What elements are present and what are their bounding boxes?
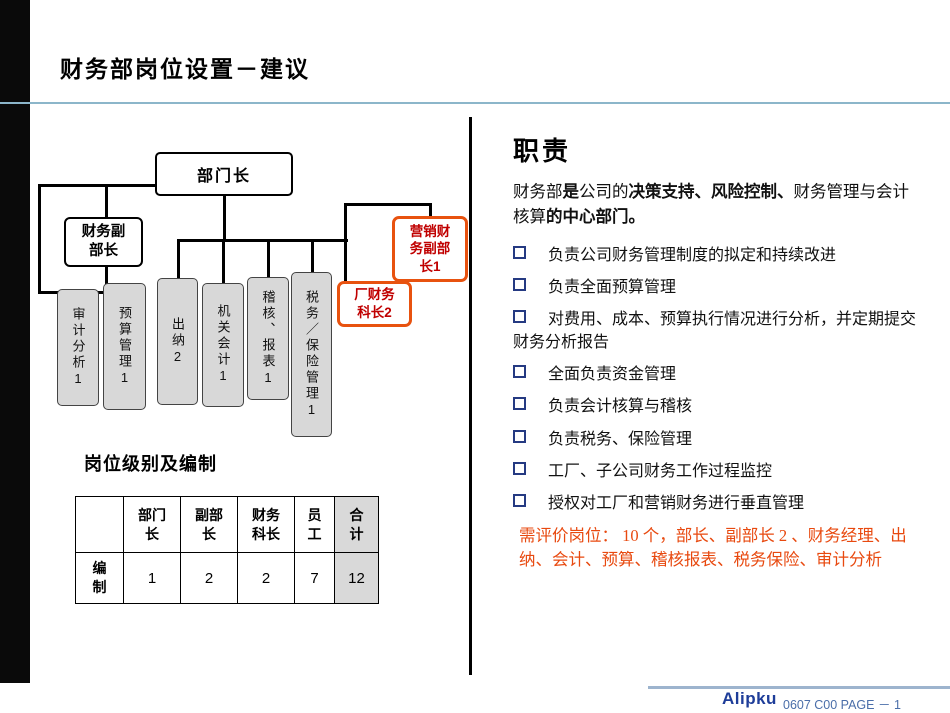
column-header: 部门长 xyxy=(123,496,181,553)
value-cell-total: 12 xyxy=(334,552,379,604)
duty-item: 授权对工厂和营销财务进行垂直管理 xyxy=(513,492,917,515)
page-title: 财务部岗位设置－建议 xyxy=(60,56,310,82)
bullet-square-icon xyxy=(513,461,526,475)
position-box-budget: 预算管理1 xyxy=(103,283,146,410)
duties-body: 财务部是公司的决策支持、风险控制、财务管理与会计核算的中心部门。 负责公司财务管… xyxy=(513,180,917,572)
connector-line xyxy=(223,195,226,242)
bullet-square-icon xyxy=(513,429,526,443)
duty-item: 负责税务、保险管理 xyxy=(513,428,917,451)
bullet-square-icon xyxy=(513,245,526,259)
duty-item: 负责公司财务管理制度的拟定和持续改进 xyxy=(513,244,917,267)
connector-line xyxy=(177,239,180,280)
duty-text: 授权对工厂和营销财务进行垂直管理 xyxy=(548,495,805,512)
table-header-row: 部门长 副部长 财务科长 员工 合计 xyxy=(75,496,379,553)
column-header-total: 合计 xyxy=(334,496,379,553)
connector-line xyxy=(311,239,314,274)
position-box-audit: 审计分析1 xyxy=(57,289,99,406)
evaluation-note: 需评价岗位： 10 个，部长、副部长 2 、财务经理、出纳、会计、预算、稽核报表… xyxy=(519,526,907,570)
staffing-heading: 岗位级别及编制 xyxy=(84,454,217,474)
bullet-square-icon xyxy=(513,365,526,379)
position-box-accounting: 机关会计1 xyxy=(202,283,244,407)
connector-line xyxy=(267,239,270,279)
duty-item: 对费用、成本、预算执行情况进行分析，并定期提交财务分析报告 xyxy=(513,308,917,354)
bullet-square-icon xyxy=(513,397,526,411)
bullet-square-icon xyxy=(513,494,526,507)
column-header: 财务科长 xyxy=(237,496,295,553)
connector-line xyxy=(222,239,225,285)
factory-finance-chief-box: 厂财务科长2 xyxy=(337,281,412,327)
duty-text: 对费用、成本、预算执行情况进行分析，并定期提交财务分析报告 xyxy=(513,310,917,352)
dept-head-box: 部门长 xyxy=(155,152,293,196)
vertical-divider xyxy=(469,117,472,675)
table-data-row: 编制 1 2 2 7 12 xyxy=(75,552,379,604)
duties-intro: 财务部是公司的决策支持、风险控制、财务管理与会计核算的中心部门。 xyxy=(513,182,909,226)
bullet-square-icon xyxy=(513,309,526,323)
duty-text: 工厂、子公司财务工作过程监控 xyxy=(548,462,773,480)
value-cell: 2 xyxy=(180,552,238,604)
left-accent-bar xyxy=(0,0,30,683)
row-label-cell: 编制 xyxy=(75,552,124,604)
duty-item: 负责会计核算与稽核 xyxy=(513,395,917,418)
connector-line xyxy=(177,239,348,242)
page-info: 0607 C00 PAGE － 1 xyxy=(783,698,901,712)
connector-line xyxy=(344,203,432,206)
duties-list: 负责公司财务管理制度的拟定和持续改进 负责全面预算管理 对费用、成本、预算执行情… xyxy=(513,244,917,516)
duty-text: 负责会计核算与稽核 xyxy=(548,398,693,416)
footer-rule xyxy=(648,686,950,689)
bullet-square-icon xyxy=(513,277,526,291)
connector-line xyxy=(344,203,347,283)
title-underline xyxy=(0,102,950,104)
duty-text: 负责税务、保险管理 xyxy=(548,430,693,448)
company-logo: Alipku xyxy=(722,689,777,708)
duty-text: 全面负责资金管理 xyxy=(548,366,677,384)
column-header: 员工 xyxy=(294,496,335,553)
position-box-cashier: 出纳2 xyxy=(157,278,198,405)
duty-text: 负责全面预算管理 xyxy=(548,278,677,296)
duties-heading: 职责 xyxy=(513,136,572,166)
duty-item: 工厂、子公司财务工作过程监控 xyxy=(513,460,917,483)
marketing-finance-deputy-box: 营销财务副部长1 xyxy=(392,216,468,282)
value-cell: 1 xyxy=(123,552,181,604)
staffing-table: 部门长 副部长 财务科长 员工 合计 编制 1 2 2 7 12 xyxy=(75,496,379,604)
finance-deputy-box: 财务副部长 xyxy=(64,217,143,267)
position-box-tax-insurance: 税务／保险管理1 xyxy=(291,272,332,437)
column-header: 副部长 xyxy=(180,496,238,553)
value-cell: 2 xyxy=(237,552,295,604)
connector-line xyxy=(104,184,157,187)
duty-text: 负责公司财务管理制度的拟定和持续改进 xyxy=(548,246,837,264)
duty-item: 负责全面预算管理 xyxy=(513,276,917,299)
column-header xyxy=(75,496,124,553)
value-cell: 7 xyxy=(294,552,335,604)
connector-line xyxy=(429,203,432,218)
position-box-auditing-report: 稽核、报表1 xyxy=(247,277,289,400)
duty-item: 全面负责资金管理 xyxy=(513,363,917,386)
